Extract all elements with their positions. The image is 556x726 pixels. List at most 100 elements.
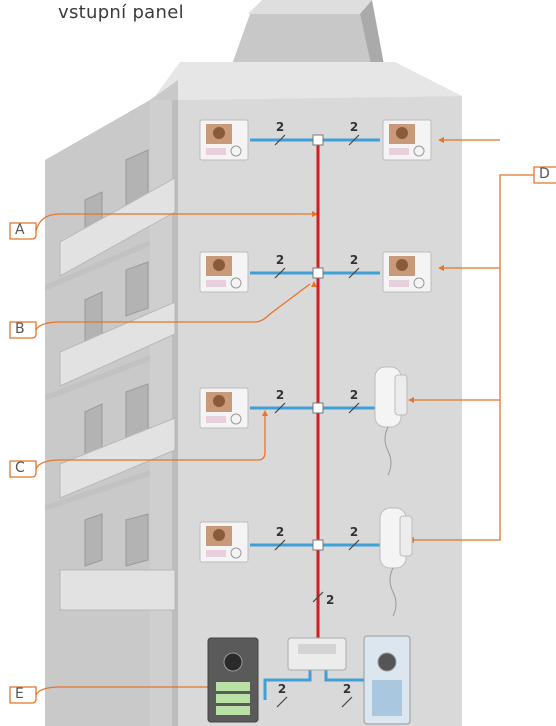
handset-cord (384, 426, 392, 476)
ledge (45, 470, 150, 511)
wire-count-floor-1-right-slash (348, 134, 360, 146)
wire-count-riser-slash (312, 591, 324, 603)
callout-label-a: A (15, 222, 25, 238)
pilaster-edge (172, 100, 178, 726)
wire-labels: 2 2 2 2 2 2 2 2 2 2 2 (274, 120, 360, 708)
balcony (59, 417, 176, 499)
arrow-d-2 (438, 265, 444, 271)
monitor-buttons (206, 148, 226, 155)
callout-frame-b (9, 321, 37, 339)
wire-count-floor-2-left: 2 (276, 253, 284, 267)
monitor-face (213, 529, 225, 541)
audio-handset-floor-3 (374, 366, 408, 476)
monitor-buttons (206, 550, 226, 557)
monitor-face (396, 259, 408, 271)
balcony (59, 569, 176, 611)
side-windows (84, 149, 149, 567)
wire-count-floor-3-left: 2 (276, 388, 284, 402)
monitor-face (213, 259, 225, 271)
leader-b (35, 283, 311, 331)
wire-count-floor-2-right-slash (348, 267, 360, 279)
wire-count-floor-4-left-slash (274, 539, 286, 551)
wire-count-riser: 2 (326, 593, 334, 607)
wire-count-ground-left-slash (276, 696, 288, 708)
wire-count-floor-3-right-slash (348, 402, 360, 414)
callout-label-e: E (15, 686, 24, 702)
wire-count-floor-3-left-slash (274, 402, 286, 414)
building (45, 0, 462, 726)
callout-frame-c (9, 460, 37, 478)
leader-c (35, 414, 266, 470)
wire-count-floor-3-right: 2 (350, 388, 358, 402)
wire-count-ground-right: 2 (343, 682, 351, 696)
callout-label-b: B (15, 321, 25, 337)
monitor-buttons (389, 280, 409, 287)
junction-box-floor-3 (312, 402, 324, 414)
wire-count-floor-4-right: 2 (350, 525, 358, 539)
balcony (59, 177, 176, 277)
monitor-buttons (206, 280, 226, 287)
entrance-panel-button-1 (216, 682, 250, 691)
wire-count-ground-left: 2 (278, 682, 286, 696)
devices (199, 119, 432, 725)
callout-frame-a (9, 222, 37, 240)
leader-e (35, 686, 215, 696)
arrow-c (262, 410, 268, 416)
monitor-dial (230, 413, 242, 425)
power-supply-panel (298, 644, 336, 654)
roof-chimney-top (248, 0, 372, 14)
video-monitor-floor-3-left (199, 387, 249, 429)
leader-a (35, 213, 316, 232)
video-monitor-floor-1-left (199, 119, 249, 161)
wire-count-floor-4-left: 2 (276, 525, 284, 539)
handset-base (399, 515, 413, 557)
monitor-buttons (389, 148, 409, 155)
arrow-a (312, 211, 318, 217)
wire-count-floor-2-left-slash (274, 267, 286, 279)
audio-handset-floor-4 (379, 507, 413, 617)
arrow-b (311, 281, 317, 287)
entrance-panel-right (363, 635, 411, 725)
arrow-d-3 (408, 397, 414, 403)
junction-box-floor-1 (312, 134, 324, 146)
entrance-panel-nameplate (372, 680, 402, 716)
ledge (45, 240, 150, 291)
monitor-buttons (206, 416, 226, 423)
callout-label-c: C (15, 460, 25, 476)
power-supply (287, 637, 347, 671)
video-monitor-floor-2-left (199, 251, 249, 293)
video-monitor-floor-2-right (382, 251, 432, 293)
junction-box-floor-2 (312, 267, 324, 279)
entrance-panel-button-2 (216, 694, 250, 703)
monitor-dial (230, 277, 242, 289)
window (84, 513, 103, 567)
wire-count-floor-1-left: 2 (276, 120, 284, 134)
entrance-panel-camera (377, 652, 397, 672)
handset-base (394, 374, 408, 416)
handset-cord (389, 567, 397, 617)
entrance-panel-heading: vstupní panel (58, 2, 184, 23)
window (125, 261, 149, 317)
junction-box-floor-4 (312, 539, 324, 551)
balconies (59, 177, 176, 611)
monitor-dial (230, 547, 242, 559)
cables (250, 134, 380, 700)
callout-frame-e (9, 686, 37, 704)
floor-ledges (45, 240, 150, 511)
entrance-panel-left (207, 637, 259, 723)
video-monitor-floor-4-left (199, 521, 249, 563)
entrance-panel-button-3 (216, 706, 250, 715)
wire-count-floor-1-right: 2 (350, 120, 358, 134)
wire-count-floor-1-left-slash (274, 134, 286, 146)
callout-label-d: D (539, 166, 550, 182)
monitor-dial (413, 277, 425, 289)
video-monitor-floor-1-right (382, 119, 432, 161)
roof-chimney (230, 14, 372, 70)
monitor-dial (413, 145, 425, 157)
monitor-face (396, 127, 408, 139)
entrance-panel-camera (223, 652, 243, 672)
ledge (45, 355, 150, 401)
wire-count-floor-2-right: 2 (350, 253, 358, 267)
arrow-d-1 (438, 137, 444, 143)
